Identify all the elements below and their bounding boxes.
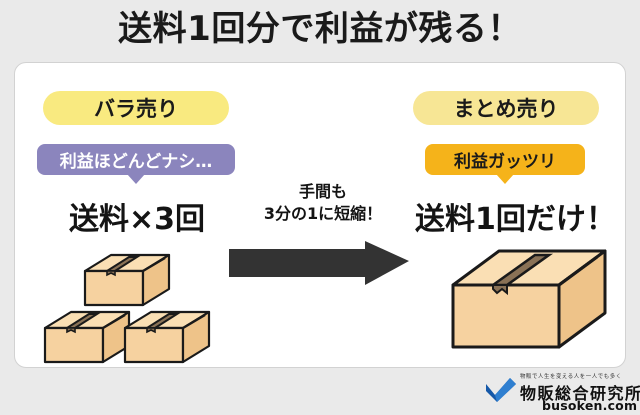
busoken-check-logo-icon xyxy=(486,378,516,402)
logo-url: busoken.com xyxy=(542,398,638,413)
page-title: 送料1回分で利益が残る！ xyxy=(118,9,522,49)
left-pill-bara-uri: バラ売り xyxy=(43,91,229,125)
arrow-caption-line2: 3分の1に短縮！ xyxy=(263,203,383,223)
logo-tagline: 物販で人生を変える人を一人でも多く xyxy=(520,374,622,380)
large-box-illustration xyxy=(451,249,607,349)
arrow-caption-line1: 手間も xyxy=(298,182,347,201)
small-box-illustration-right xyxy=(123,310,211,364)
left-bubble-profit-none: 利益ほどんどナシ… xyxy=(37,144,235,175)
small-box-illustration-left xyxy=(43,310,131,364)
right-headline-shipping-1x: 送料1回だけ！ xyxy=(415,202,616,237)
logo-company-name: 物販総合研究所 xyxy=(520,384,640,403)
right-arrow-icon xyxy=(229,241,409,285)
busoken-logo: 物販で人生を変える人を一人でも多く 物販総合研究所 busoken.com xyxy=(486,372,640,413)
left-headline-shipping-3x: 送料×3回 xyxy=(68,202,205,237)
small-box-illustration-top xyxy=(83,253,171,307)
arrow-caption: 手間も 3分の1に短縮！ xyxy=(243,181,403,224)
content-card: バラ売り 利益ほどんどナシ… 送料×3回 手間も 3分の1に短縮！ まとめ売り … xyxy=(14,62,626,368)
right-bubble-profit-solid: 利益ガッツリ xyxy=(425,144,585,175)
right-pill-matome-uri: まとめ売り xyxy=(413,91,599,125)
